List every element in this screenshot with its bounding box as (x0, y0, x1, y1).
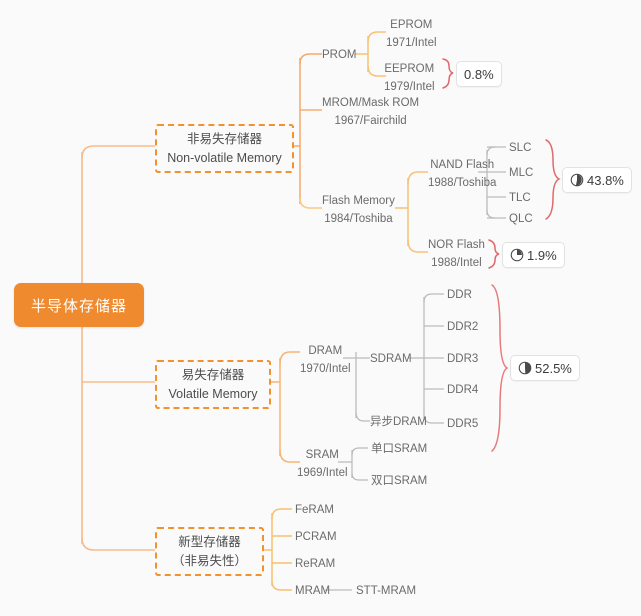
node-nor-flash[interactable]: NOR Flash 1988/Intel (428, 239, 485, 269)
node-flash-memory[interactable]: Flash Memory 1984/Toshiba (322, 195, 395, 225)
node-eprom[interactable]: EPROM 1971/Intel (386, 19, 437, 49)
pie-chart-icon (570, 173, 584, 187)
node-ddr2[interactable]: DDR2 (447, 321, 479, 333)
badge-nor-share[interactable]: 1.9% (502, 242, 565, 268)
badge-value: 43.8% (587, 172, 624, 188)
badge-nand-share[interactable]: 43.8% (562, 167, 632, 193)
branch-node-volatile[interactable]: 易失存储器 Volatile Memory (155, 360, 271, 409)
branch-label-en: Volatile Memory (168, 386, 258, 401)
node-ddr3[interactable]: DDR3 (447, 353, 479, 365)
node-feram[interactable]: FeRAM (295, 504, 334, 516)
node-mram[interactable]: MRAM (295, 585, 331, 597)
node-nand-flash[interactable]: NAND Flash 1988/Toshiba (428, 159, 497, 189)
node-prom[interactable]: PROM (322, 49, 357, 61)
node-eeprom[interactable]: EEPROM 1979/Intel (384, 63, 435, 93)
branch-node-nonvolatile[interactable]: 非易失存储器 Non-volatile Memory (155, 124, 294, 173)
node-reram[interactable]: ReRAM (295, 558, 336, 570)
node-sdram[interactable]: SDRAM (370, 353, 412, 365)
node-dram[interactable]: DRAM 1970/Intel (300, 345, 351, 375)
branch-label-zh: 易失存储器 (181, 368, 245, 383)
curly-brace-icon (545, 139, 561, 220)
curly-brace-icon (442, 58, 454, 89)
branch-label-en: （非易失性） (171, 553, 247, 568)
branch-label-zh: 新型存储器 (178, 535, 241, 550)
branch-label-en: Non-volatile Memory (167, 150, 282, 165)
pie-chart-icon (510, 248, 524, 262)
branch-node-emerging[interactable]: 新型存储器 （非易失性） (155, 527, 264, 576)
node-qlc[interactable]: QLC (509, 213, 533, 225)
node-tlc[interactable]: TLC (509, 192, 531, 204)
root-label: 半导体存储器 (30, 297, 127, 315)
node-sram[interactable]: SRAM 1969/Intel (297, 449, 348, 479)
node-mlc[interactable]: MLC (509, 167, 534, 179)
pie-chart-icon (518, 361, 532, 375)
curly-brace-icon (488, 239, 500, 269)
branch-label-zh: 非易失存储器 (186, 132, 262, 147)
node-pcram[interactable]: PCRAM (295, 531, 337, 543)
badge-dram-share[interactable]: 52.5% (510, 355, 580, 381)
badge-value: 0.8% (464, 66, 494, 82)
node-stt-mram[interactable]: STT-MRAM (356, 585, 417, 597)
node-ddr[interactable]: DDR (447, 289, 472, 301)
badge-value: 1.9% (527, 247, 557, 263)
node-ddr5[interactable]: DDR5 (447, 418, 479, 430)
root-node[interactable]: 半导体存储器 (14, 283, 144, 327)
node-async-dram[interactable]: 异步DRAM (370, 416, 427, 428)
badge-prom-share[interactable]: 0.8% (456, 61, 502, 87)
node-ddr4[interactable]: DDR4 (447, 384, 479, 396)
badge-value: 52.5% (535, 360, 572, 376)
node-single-port-sram[interactable]: 单口SRAM (371, 443, 428, 455)
node-slc[interactable]: SLC (509, 142, 532, 154)
curly-brace-icon (491, 284, 509, 452)
node-dual-port-sram[interactable]: 双口SRAM (371, 475, 428, 487)
node-mrom[interactable]: MROM/Mask ROM 1967/Fairchild (322, 97, 420, 127)
